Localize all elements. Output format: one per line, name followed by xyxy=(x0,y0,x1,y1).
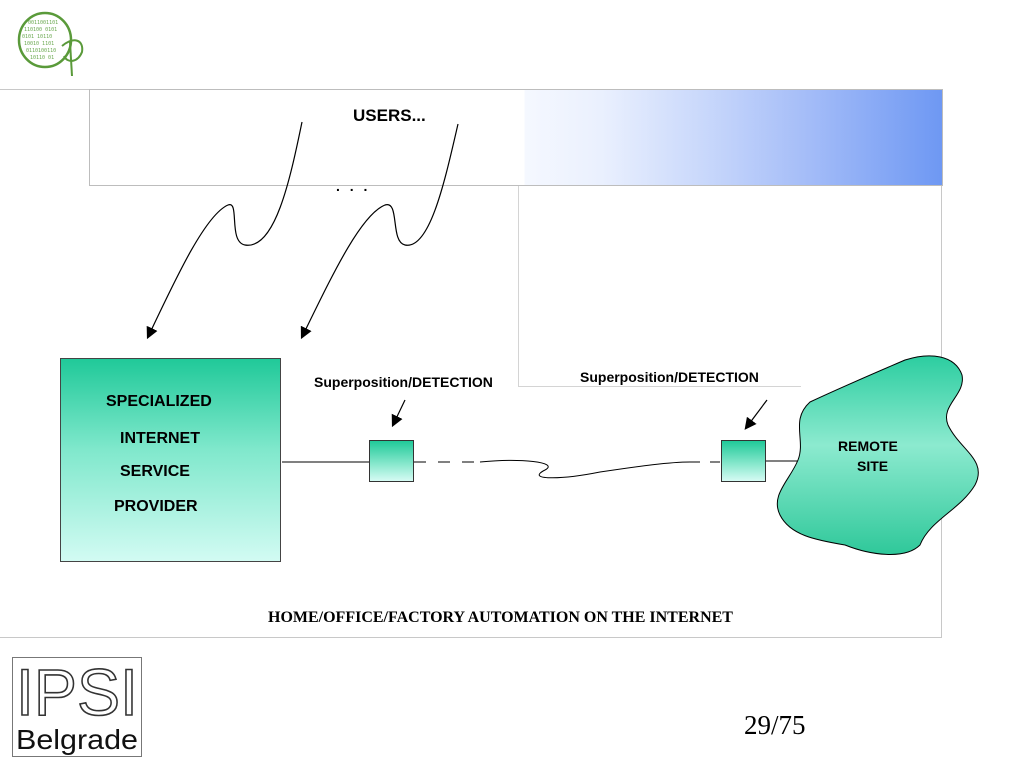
users-ellipsis: . . . xyxy=(336,178,371,194)
frame-divider-horizontal xyxy=(518,386,801,387)
leaf-binary-logo-icon: 0011001101 110100 0101 0101 10110 10010 … xyxy=(17,11,84,77)
isp-label-line: SERVICE xyxy=(120,463,190,480)
isp-label-line: PROVIDER xyxy=(114,498,198,515)
ipsi-belgrade-logo: IPSI Belgrade xyxy=(12,657,142,757)
isp-label-line: SPECIALIZED xyxy=(106,393,212,410)
diagram-caption: HOME/OFFICE/FACTORY AUTOMATION ON THE IN… xyxy=(268,609,733,626)
detection-label-2: Superposition/DETECTION xyxy=(580,369,759,385)
svg-text:110100 0101: 110100 0101 xyxy=(24,27,57,33)
isp-box xyxy=(60,358,281,562)
remote-site-label: REMOTE xyxy=(838,438,898,454)
users-label: USERS... xyxy=(353,106,426,125)
logo-text-belgrade: Belgrade xyxy=(16,724,138,755)
frame-divider xyxy=(518,186,519,386)
svg-text:10010 1101: 10010 1101 xyxy=(24,41,54,47)
users-band xyxy=(89,89,943,186)
svg-text:10110 01: 10110 01 xyxy=(30,55,54,61)
page-number: 29/75 xyxy=(744,710,806,740)
svg-text:0101 10110: 0101 10110 xyxy=(22,34,52,40)
detection-node-2 xyxy=(721,440,766,482)
detection-node-1 xyxy=(369,440,414,482)
remote-site-label: SITE xyxy=(857,458,889,474)
detection-label-1: Superposition/DETECTION xyxy=(314,374,493,390)
svg-text:0110100110: 0110100110 xyxy=(26,48,56,54)
svg-text:0011001101: 0011001101 xyxy=(28,20,58,26)
logo-text-ipsi: IPSI xyxy=(16,657,138,729)
isp-label-line: INTERNET xyxy=(120,430,200,447)
